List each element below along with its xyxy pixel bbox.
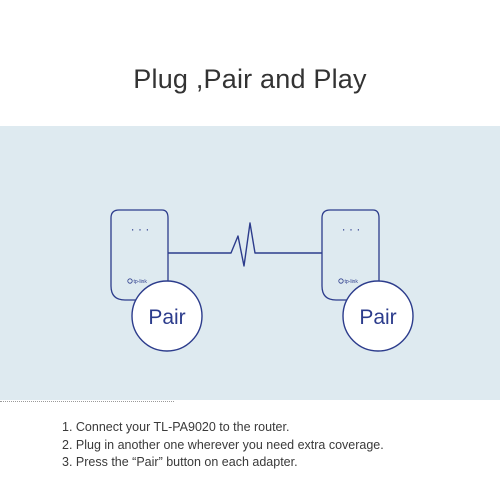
page-title: Plug ,Pair and Play <box>133 64 367 94</box>
right-brand-logo: tp-link <box>338 278 359 285</box>
svg-text:tp-link: tp-link <box>134 279 148 285</box>
svg-text:tp-link: tp-link <box>345 279 359 285</box>
right-adapter: · · · tp-link Pair <box>321 209 414 352</box>
left-brand-logo: tp-link <box>127 278 148 285</box>
signal-wave-icon <box>168 222 322 267</box>
left-adapter: · · · tp-link Pair <box>110 209 203 352</box>
instruction-step-1: 1. Connect your TL-PA9020 to the router. <box>62 420 290 434</box>
left-pair-label: Pair <box>148 306 185 329</box>
left-pair-button[interactable] <box>131 280 203 352</box>
left-indicator-dots: · · · <box>131 222 150 236</box>
divider <box>0 401 174 402</box>
instruction-step-3: 3. Press the “Pair” button on each adapt… <box>62 455 298 469</box>
right-indicator-dots: · · · <box>342 222 361 236</box>
right-pair-button[interactable] <box>342 280 414 352</box>
illustration-panel <box>0 126 500 400</box>
instruction-step-2: 2. Plug in another one wherever you need… <box>62 437 384 452</box>
instruction-list: 1. Connect your TL-PA9020 to the router.… <box>62 419 384 472</box>
right-pair-label: Pair <box>359 306 396 329</box>
